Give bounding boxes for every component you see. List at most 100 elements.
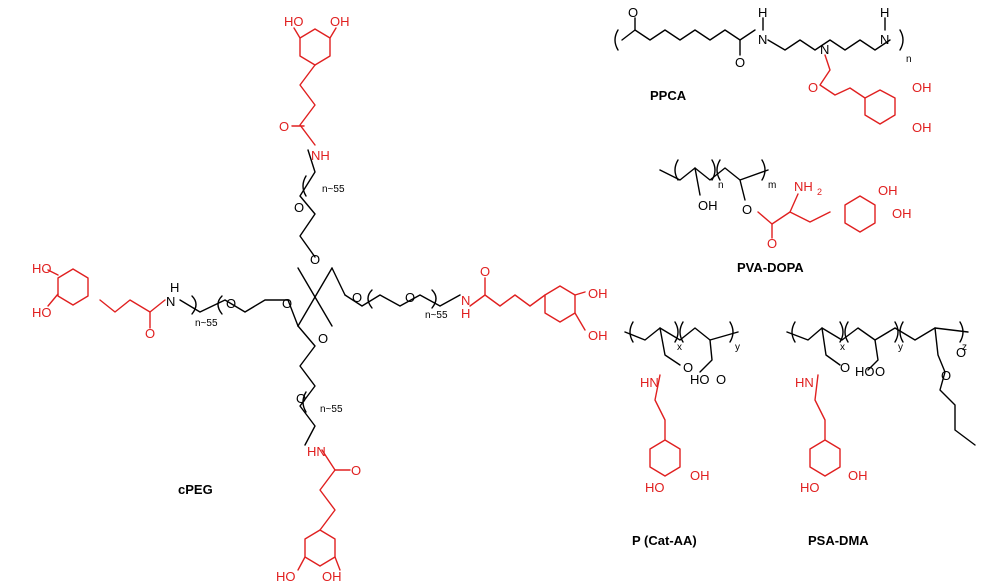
- psadma-acid-bond: [867, 339, 879, 371]
- pcataa-bracket-3: [679, 321, 684, 343]
- cpeg-left-catechol-ring: [57, 268, 89, 306]
- pcataa-hn: HN: [640, 375, 659, 390]
- ppca-sub-n: n: [906, 54, 912, 65]
- cpeg-bottom-o1: O: [318, 331, 328, 346]
- psadma-hn: HN: [795, 375, 814, 390]
- pcataa-oh1: OH: [690, 468, 710, 483]
- ppca-o1: O: [628, 5, 638, 20]
- ppca-n2: N: [820, 42, 829, 57]
- cpeg-left-ho2: HO: [32, 305, 52, 320]
- cpeg-core-bonds: [287, 267, 346, 327]
- pcataa-backbone: [624, 327, 739, 341]
- pvadopa-oh: OH: [698, 198, 718, 213]
- pvadopa-bracket-4: [761, 159, 766, 181]
- cpeg-top-nh: NH: [311, 148, 330, 163]
- pvadopa-bracket-3: [716, 159, 721, 181]
- cpeg-left-h: H: [170, 280, 179, 295]
- cpeg-top-oh1-bond: [293, 27, 301, 39]
- ppca-oh2: OH: [912, 120, 932, 135]
- psadma-label: PSA-DMA: [808, 533, 869, 548]
- psadma-o4: O: [941, 368, 951, 383]
- cpeg-bottom-oh: OH: [322, 569, 342, 584]
- pvadopa-oh2: OH: [892, 206, 912, 221]
- psadma-amide-bond: [821, 327, 841, 366]
- ppca-o3: O: [808, 80, 818, 95]
- ppca-bracket-right: [899, 29, 904, 51]
- ppca-h2: H: [880, 5, 889, 20]
- pvadopa-label: PVA-DOPA: [737, 260, 804, 275]
- cpeg-top-ho: HO: [284, 14, 304, 29]
- pcataa-linker: [654, 374, 666, 441]
- cpeg-top-bracket: [302, 175, 307, 197]
- cpeg-right-oh1-bond: [574, 291, 586, 296]
- cpeg-right-o: O: [480, 264, 490, 279]
- psadma-structure: x y z O HN HO O O O OH HO PSA-DMA: [786, 321, 976, 548]
- pcataa-ho2: HO: [645, 480, 665, 495]
- pcataa-acid-bond: [699, 339, 713, 373]
- ppca-backbone-b: [767, 39, 891, 51]
- cpeg-right-catechol-ring: [544, 285, 576, 323]
- pvadopa-sub-n: n: [718, 180, 724, 191]
- cpeg-top-o: O: [279, 119, 289, 134]
- pcataa-sub-x: x: [677, 342, 682, 353]
- cpeg-left-o2: O: [282, 296, 292, 311]
- psadma-catechol-ring: [809, 439, 841, 477]
- pcataa-bracket-4: [729, 321, 734, 343]
- pcataa-bracket-1: [629, 321, 634, 343]
- pcataa-catechol-ring: [649, 439, 681, 477]
- pcataa-sub-y: y: [735, 342, 740, 353]
- psadma-bracket-5: [899, 321, 904, 343]
- cpeg-top-catechol-ring: [299, 28, 331, 66]
- pvadopa-sub-m: m: [768, 180, 776, 191]
- ppca-o2: O: [735, 55, 745, 70]
- cpeg-bottom-bracket: [302, 391, 307, 413]
- pvadopa-oh1: OH: [878, 183, 898, 198]
- cpeg-left-n55: n~55: [195, 318, 218, 329]
- cpeg-top-oh2-bond: [329, 27, 337, 39]
- cpeg-bottom-ho: HO: [276, 569, 296, 584]
- pvadopa-catechol-ring: [844, 195, 876, 233]
- ppca-bracket-left: [614, 29, 619, 51]
- cpeg-left-o1: O: [226, 296, 236, 311]
- cpeg-left-o: O: [145, 326, 155, 341]
- pvadopa-linker: [757, 211, 831, 225]
- ppca-structure: O H N O N H N n O OH OH PPCA: [614, 5, 932, 135]
- psadma-o2: O: [875, 364, 885, 379]
- pvadopa-nh2-sub: 2: [817, 187, 822, 197]
- cpeg-left-linker: [99, 299, 166, 313]
- psadma-o3: O: [956, 345, 966, 360]
- ppca-oh1: OH: [912, 80, 932, 95]
- cpeg-right-linker: [469, 294, 546, 307]
- cpeg-label: cPEG: [178, 482, 213, 497]
- cpeg-bottom-catechol-ring: [304, 529, 336, 567]
- psadma-backbone: [786, 327, 969, 341]
- cpeg-bottom-o: O: [351, 463, 361, 478]
- cpeg-left-peg-chain: [179, 299, 289, 313]
- pcataa-ho: HO: [690, 372, 710, 387]
- pvadopa-structure: n m OH O O NH 2 OH OH PVA-DOPA: [659, 159, 912, 275]
- cpeg-top-oh: OH: [330, 14, 350, 29]
- cpeg-right-oh2: OH: [588, 328, 608, 343]
- cpeg-bottom-n55: n~55: [320, 404, 343, 415]
- pcataa-amide-bond: [659, 327, 681, 366]
- cpeg-left-bracket-a: [217, 295, 223, 315]
- cpeg-left-oh2-bond: [47, 293, 59, 307]
- cpeg-right-peg-chain: [344, 294, 461, 307]
- cpeg-top-n55: n~55: [322, 184, 345, 195]
- cpeg-bottom-peg-chain: [297, 325, 316, 446]
- cpeg-right-nh: H: [461, 306, 470, 321]
- ppca-n1: N: [758, 32, 767, 47]
- psadma-bracket-3: [844, 321, 849, 343]
- cpeg-bottom-o2: O: [296, 391, 306, 406]
- psadma-sub-z: z: [962, 342, 967, 353]
- cpeg-left-oh1-bond: [47, 269, 59, 276]
- cpeg-top-linker: [299, 64, 316, 146]
- cpeg-right-n: N: [461, 293, 470, 308]
- cpeg-right-bracket-b: [431, 289, 437, 309]
- pvadopa-o1: O: [742, 202, 752, 217]
- psadma-o1: O: [840, 360, 850, 375]
- cpeg-top-o1: O: [294, 200, 304, 215]
- ppca-linker: [819, 54, 866, 99]
- cpeg-left-n: N: [166, 294, 175, 309]
- cpeg-top-peg-chain: [299, 149, 316, 258]
